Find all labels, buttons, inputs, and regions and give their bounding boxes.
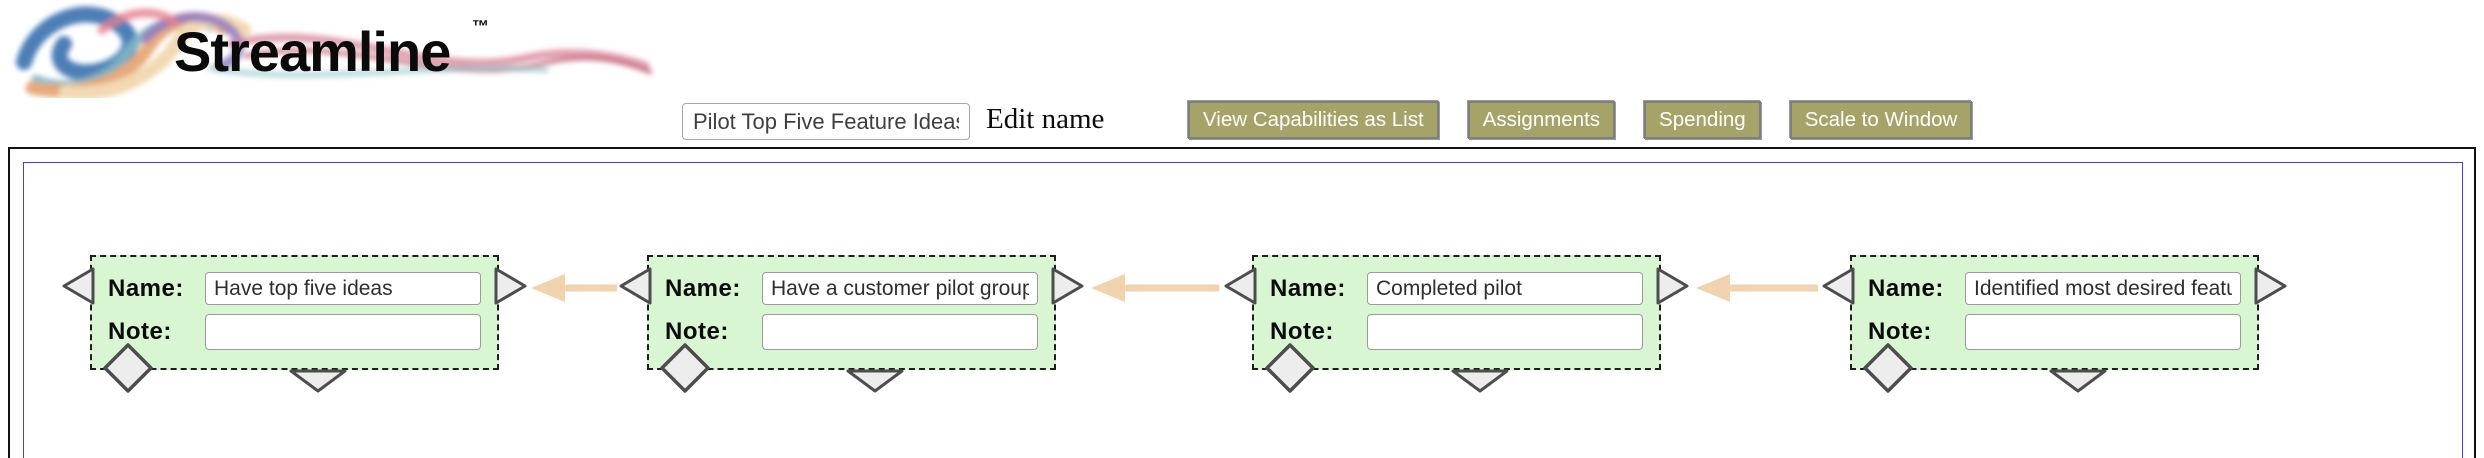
connector-diamond-icon[interactable]: [1263, 341, 1317, 395]
node-note-input[interactable]: [1965, 314, 2241, 350]
node-name-input[interactable]: [1965, 272, 2241, 305]
logo-wordmark: Streamline: [174, 20, 450, 83]
note-label: Note:: [1868, 318, 1932, 345]
note-label: Note:: [1270, 318, 1334, 345]
node-note-input[interactable]: [762, 314, 1038, 350]
toolbar: View Capabilities as List Assignments Sp…: [1188, 101, 1973, 139]
scale-to-window-button[interactable]: Scale to Window: [1789, 101, 1973, 139]
capability-node[interactable]: Name: Note:: [619, 255, 1084, 393]
connector-down-triangle-icon[interactable]: [1449, 366, 1511, 396]
name-label: Name:: [1270, 274, 1346, 302]
connector-diamond-icon[interactable]: [101, 341, 155, 395]
connector-diamond-icon[interactable]: [658, 341, 712, 395]
name-label: Name:: [1868, 274, 1944, 302]
streamline-logo: Streamline ™: [6, 0, 656, 103]
note-label: Note:: [665, 318, 729, 345]
flow-arrow: [1091, 274, 1219, 302]
connector-down-triangle-icon[interactable]: [844, 366, 906, 396]
connector-left-triangle-icon[interactable]: [617, 266, 653, 306]
node-name-input[interactable]: [205, 272, 481, 305]
capability-node[interactable]: Name: Note:: [1822, 255, 2287, 393]
connector-right-triangle-icon[interactable]: [2253, 266, 2289, 306]
name-label: Name:: [108, 274, 184, 302]
node-name-input[interactable]: [1367, 272, 1643, 305]
logo-swirl-icon: Streamline ™: [16, 6, 653, 100]
note-label: Note:: [108, 318, 172, 345]
edit-name-label: Edit name: [986, 103, 1105, 135]
connector-down-triangle-icon[interactable]: [2047, 366, 2109, 396]
connector-diamond-icon[interactable]: [1861, 341, 1915, 395]
flow-arrow: [531, 274, 617, 302]
node-note-input[interactable]: [1367, 314, 1643, 350]
view-capabilities-as-list-button[interactable]: View Capabilities as List: [1188, 101, 1439, 139]
connector-down-triangle-icon[interactable]: [287, 366, 349, 396]
connector-left-triangle-icon[interactable]: [1222, 266, 1258, 306]
spending-button[interactable]: Spending: [1644, 101, 1761, 139]
node-note-input[interactable]: [205, 314, 481, 350]
connector-left-triangle-icon[interactable]: [1820, 266, 1856, 306]
connector-left-triangle-icon[interactable]: [60, 266, 96, 306]
capability-node[interactable]: Name: Note:: [1224, 255, 1689, 393]
node-name-input[interactable]: [762, 272, 1038, 305]
assignments-button[interactable]: Assignments: [1467, 101, 1616, 139]
connector-right-triangle-icon[interactable]: [1655, 266, 1691, 306]
capability-node[interactable]: Name: Note:: [62, 255, 527, 393]
canvas-inner-frame: [23, 162, 2463, 458]
name-label: Name:: [665, 274, 741, 302]
connector-right-triangle-icon[interactable]: [1050, 266, 1086, 306]
logo-trademark: ™: [472, 17, 489, 36]
flow-arrow: [1696, 274, 1818, 302]
connector-right-triangle-icon[interactable]: [493, 266, 529, 306]
diagram-canvas[interactable]: Name: Note: Name: Note:: [8, 147, 2476, 458]
project-name-input[interactable]: [682, 103, 970, 140]
